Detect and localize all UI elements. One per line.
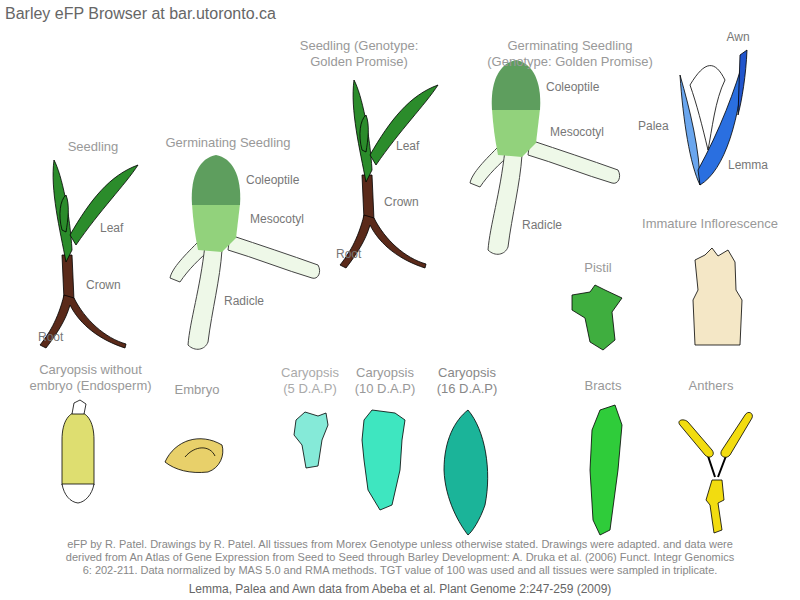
radicle xyxy=(488,150,522,254)
radicle xyxy=(188,245,222,349)
part-label: Awn xyxy=(726,30,749,44)
part-label: Palea xyxy=(638,119,669,133)
part-label: Lemma xyxy=(728,158,768,172)
tissue-label: Seedling xyxy=(68,139,119,155)
tissue-label: Germinating Seedling xyxy=(165,135,290,151)
leaf xyxy=(360,115,368,152)
anther xyxy=(721,412,752,457)
tissue-label: Immature Inflorescence xyxy=(642,216,778,232)
caption: eFP by R. Patel. Drawings by R. Patel. A… xyxy=(10,538,790,577)
tissue-label: Anthers xyxy=(689,378,734,394)
caryopsis xyxy=(444,410,488,535)
tissue-label: Embryo xyxy=(175,382,220,398)
endosperm xyxy=(62,412,94,485)
part-label: Leaf xyxy=(396,139,419,153)
seedling-drawing xyxy=(40,160,138,348)
part-label: Leaf xyxy=(100,221,123,235)
crown xyxy=(362,175,374,220)
palea-inner xyxy=(690,66,725,150)
part-label: Coleoptile xyxy=(546,80,599,94)
filament xyxy=(708,456,726,477)
tissue-label: Pistil xyxy=(584,260,611,276)
embryo xyxy=(165,439,223,473)
crown xyxy=(62,255,74,300)
part-label: Radicle xyxy=(224,294,264,308)
part-label: Root xyxy=(336,247,361,261)
caryopsis xyxy=(362,410,405,510)
tissue-label: Germinating Seedling (Genotype: Golden P… xyxy=(460,38,680,69)
radicle xyxy=(528,140,620,183)
leaf xyxy=(370,85,438,165)
leaf xyxy=(70,165,138,245)
endosperm-base xyxy=(62,484,94,503)
part-label: Crown xyxy=(86,278,121,292)
tissue-label: Seedling (Genotype: Golden Promise) xyxy=(259,38,459,69)
seedling-drawing xyxy=(340,80,438,268)
awn xyxy=(738,50,747,115)
germinating-seedling-drawing xyxy=(470,60,620,254)
inflorescence xyxy=(693,248,742,345)
radicle xyxy=(228,235,320,278)
germinating-seedling-drawing xyxy=(170,155,320,349)
bracts xyxy=(590,405,622,535)
part-label: Root xyxy=(38,330,63,344)
page-title: Barley eFP Browser at bar.utoronto.ca xyxy=(5,4,276,23)
anther xyxy=(679,420,713,457)
coleoptile xyxy=(192,155,241,205)
anther xyxy=(706,480,724,533)
leaf xyxy=(60,195,68,232)
endosperm-tip xyxy=(72,400,86,414)
mesocotyl xyxy=(192,204,240,252)
part-label: Mesocotyl xyxy=(550,125,604,139)
pistil xyxy=(572,285,622,350)
tissue-label: Caryopsis (10 D.A.P) xyxy=(345,365,425,396)
tissue-label: Caryopsis (16 D.A.P) xyxy=(427,365,507,396)
part-label: Mesocotyl xyxy=(250,212,304,226)
caryopsis xyxy=(294,412,328,468)
tissue-label: Caryopsis (5 D.A.P) xyxy=(270,365,350,396)
part-label: Coleoptile xyxy=(246,173,299,187)
tissue-label: Bracts xyxy=(585,378,622,394)
mesocotyl xyxy=(492,109,540,157)
part-label: Crown xyxy=(384,195,419,209)
part-label: Radicle xyxy=(522,218,562,232)
source-note: Lemma, Palea and Awn data from Abeba et … xyxy=(189,582,612,596)
tissue-label: Caryopsis without embryo (Endosperm) xyxy=(3,362,178,393)
leaf xyxy=(353,80,372,182)
embryo-detail xyxy=(185,448,215,457)
leaf xyxy=(53,160,72,262)
